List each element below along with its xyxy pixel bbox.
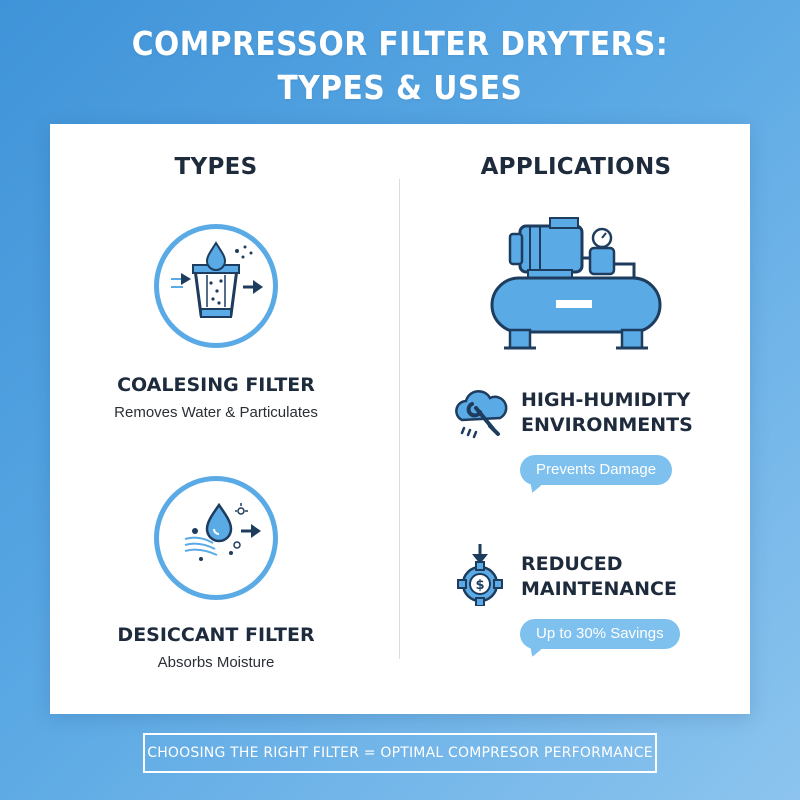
desiccant-filter-title: DESICCANT FILTER bbox=[117, 624, 315, 646]
savings-badge: Up to 30% Savings bbox=[520, 619, 680, 649]
coalescing-filter-icon bbox=[154, 224, 278, 348]
high-humidity-line-1: HIGH-HUMIDITY bbox=[521, 389, 691, 411]
reduced-maintenance-line-1: REDUCED bbox=[521, 553, 623, 575]
footer-banner: CHOOSING THE RIGHT FILTER = OPTIMAL COMP… bbox=[143, 733, 657, 773]
info-card: TYPES bbox=[50, 124, 750, 714]
high-humidity-line-2: ENVIRONMENTS bbox=[521, 414, 693, 436]
applications-heading: APPLICATIONS bbox=[480, 154, 672, 180]
desiccant-filter-subtitle: Absorbs Moisture bbox=[157, 654, 275, 671]
column-divider bbox=[399, 179, 400, 659]
title-line-1: COMPRESSOR FILTER DRYTERS: bbox=[131, 24, 669, 63]
reduced-maintenance-line-2: MAINTENANCE bbox=[521, 578, 677, 600]
svg-text:$: $ bbox=[475, 578, 484, 593]
cloud-wrench-icon bbox=[450, 386, 510, 446]
air-compressor-icon bbox=[486, 214, 666, 354]
high-humidity-label: HIGH-HUMIDITY ENVIRONMENTS bbox=[521, 388, 693, 438]
desiccant-filter-icon bbox=[154, 476, 278, 600]
coalescing-filter-title: COALESING FILTER bbox=[117, 374, 315, 396]
types-heading: TYPES bbox=[174, 154, 258, 180]
prevents-damage-badge: Prevents Damage bbox=[520, 455, 673, 485]
title-line-2: TYPES & USES bbox=[277, 68, 523, 107]
dollar-gear-icon: $ bbox=[452, 542, 508, 607]
page-title: COMPRESSOR FILTER DRYTERS: TYPES & USES bbox=[0, 22, 800, 110]
coalescing-filter-subtitle: Removes Water & Particulates bbox=[114, 404, 318, 421]
reduced-maintenance-label: REDUCED MAINTENANCE bbox=[521, 552, 677, 602]
